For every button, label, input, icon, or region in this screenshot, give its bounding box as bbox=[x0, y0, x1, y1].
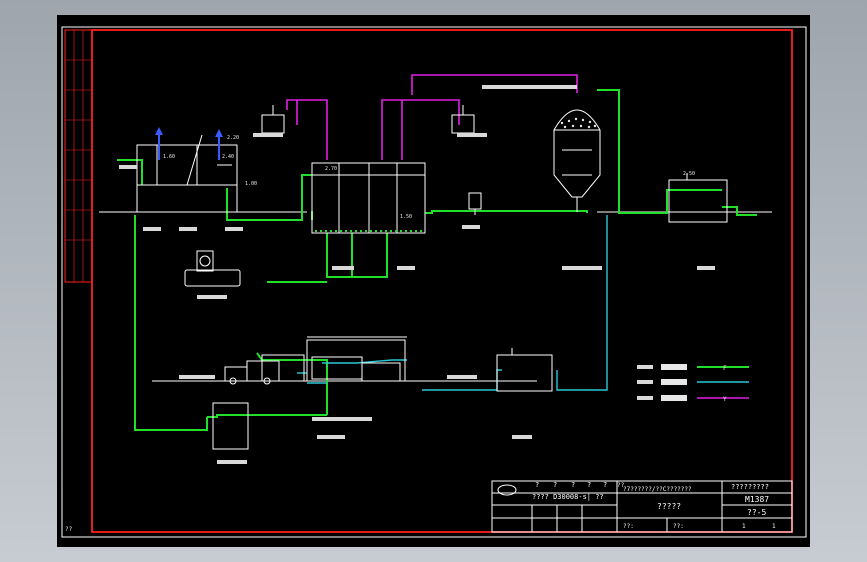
clear-water-tank bbox=[668, 173, 728, 223]
cad-drawing-canvas: F Y 2.20 1.60 2.40 1.00 2.70 1.50 2.50 bbox=[57, 15, 810, 547]
footer-n1: 1 bbox=[742, 523, 746, 530]
blue-arrows bbox=[155, 127, 223, 160]
tower-reactor bbox=[553, 109, 601, 212]
sludge-building bbox=[261, 336, 407, 382]
sludge-holding-tank bbox=[212, 402, 249, 450]
wastewater-pipes bbox=[117, 89, 757, 431]
title-header-1: ? bbox=[535, 481, 539, 489]
level-mark: 1.60 bbox=[163, 154, 175, 160]
truck bbox=[224, 360, 280, 385]
title-header-4: ? bbox=[587, 481, 591, 489]
screen-chamber bbox=[136, 134, 238, 213]
code-top: ????????? bbox=[731, 483, 769, 491]
level-mark: 2.40 bbox=[222, 154, 234, 160]
sludge-pump bbox=[184, 250, 241, 287]
corner-mark: ?? bbox=[65, 526, 73, 533]
title-header-2: ? bbox=[553, 481, 557, 489]
illegible-labels bbox=[119, 85, 715, 464]
tower-media-dots bbox=[560, 117, 597, 129]
level-mark: 1.50 bbox=[400, 214, 412, 220]
binding-strip bbox=[64, 29, 93, 283]
sludge-tank bbox=[496, 348, 553, 392]
title-block bbox=[491, 480, 793, 533]
dosing-tank-b bbox=[451, 105, 475, 134]
org-line: ?7??????/??C??????? bbox=[623, 486, 692, 493]
dosing-tank-a bbox=[261, 105, 285, 134]
title-header-5: ? bbox=[603, 481, 607, 489]
footer-n2: 1 bbox=[772, 523, 776, 530]
legend-mark-f: F bbox=[723, 365, 727, 372]
dosing-pipes bbox=[286, 74, 578, 160]
outer-frame bbox=[61, 26, 807, 538]
footer-left: ??: bbox=[623, 523, 634, 530]
sheet-number: ??-5 bbox=[747, 508, 766, 517]
footer-mid: ??: bbox=[673, 523, 684, 530]
title-header-6: ?? bbox=[617, 482, 625, 489]
lift-pump bbox=[468, 192, 482, 215]
binding-strip-grid bbox=[65, 30, 92, 282]
drawing-number: M1387 bbox=[745, 495, 769, 504]
level-mark: 1.00 bbox=[245, 181, 257, 187]
drawing-name: ????? bbox=[657, 502, 681, 511]
inner-border bbox=[91, 29, 793, 533]
legend-mark-y: Y bbox=[723, 396, 727, 403]
reaction-tank bbox=[311, 162, 426, 234]
pipe-legend bbox=[661, 364, 749, 401]
level-mark: 2.70 bbox=[325, 166, 337, 172]
project-line: ???? D30008-s| ?? bbox=[532, 493, 604, 501]
title-header-3: ? bbox=[571, 481, 575, 489]
level-mark: 2.20 bbox=[227, 135, 239, 141]
level-mark: 2.50 bbox=[683, 171, 695, 177]
sludge-pipes bbox=[297, 215, 608, 391]
